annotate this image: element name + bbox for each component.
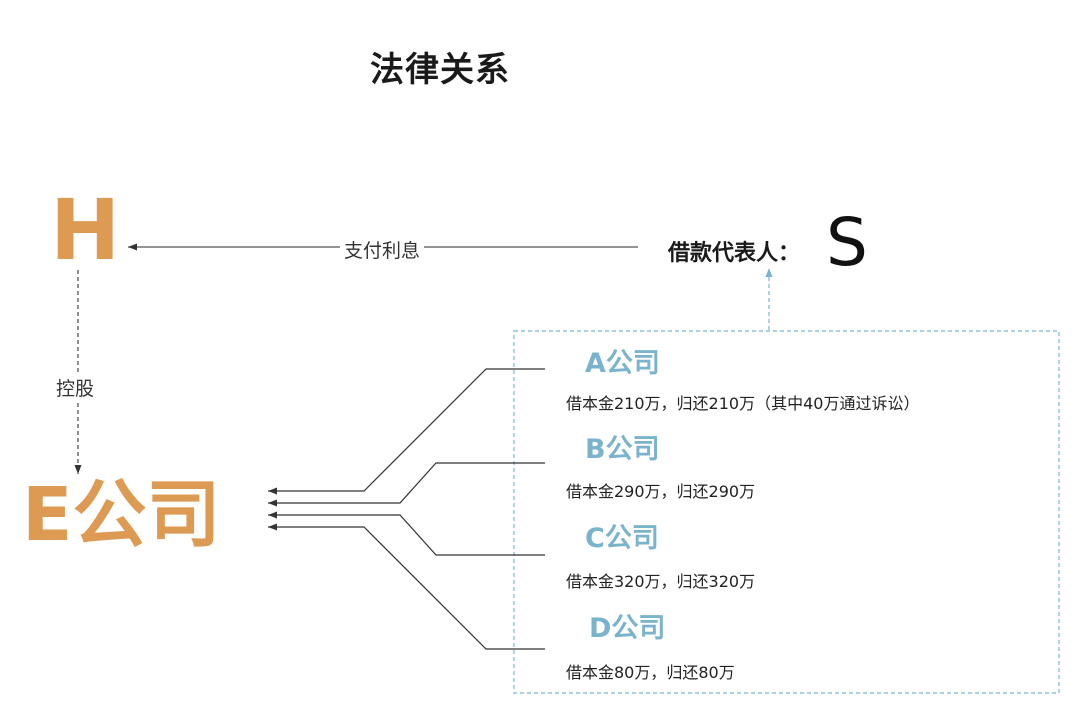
loan-line-b xyxy=(268,462,545,507)
companies-box xyxy=(513,330,1060,694)
company-a-name: A公司 xyxy=(585,348,660,379)
loan-line-a xyxy=(268,368,545,495)
payment-label: 支付利息 xyxy=(340,236,425,263)
diagram-title: 法律关系 xyxy=(370,50,510,90)
node-e-company: E公司 xyxy=(22,472,221,558)
company-a-desc: 借本金210万，归还210万（其中40万通过诉讼） xyxy=(566,394,920,413)
company-d-name: D公司 xyxy=(589,613,666,644)
node-h: H xyxy=(50,181,121,279)
holding-label: 控股 xyxy=(56,372,95,403)
company-d-desc: 借本金80万，归还80万 xyxy=(566,663,735,682)
company-c-desc: 借本金320万，归还320万 xyxy=(566,572,756,591)
representative-label: 借款代表人： xyxy=(668,241,801,266)
company-b-desc: 借本金290万，归还290万 xyxy=(566,482,756,501)
company-b-name: B公司 xyxy=(585,434,660,465)
loan-line-d xyxy=(268,523,545,650)
loan-line-c xyxy=(268,511,545,556)
company-c-name: C公司 xyxy=(585,523,659,554)
node-s: S xyxy=(826,204,868,281)
